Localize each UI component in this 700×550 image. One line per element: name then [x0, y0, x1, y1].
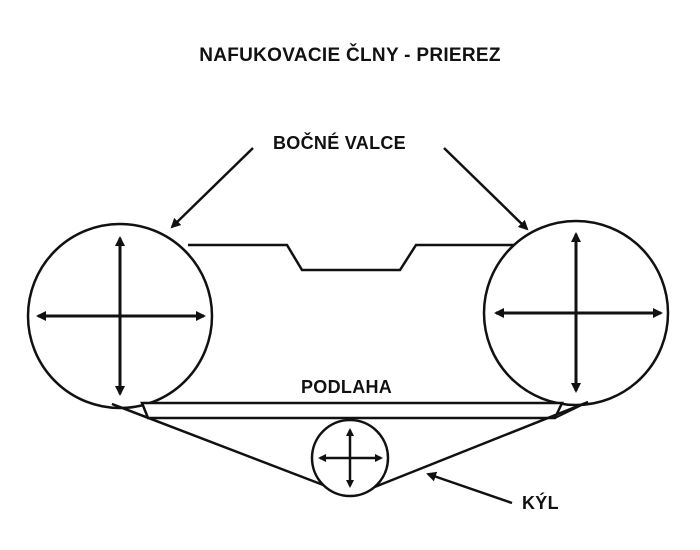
- stern-profile: [188, 243, 523, 272]
- hull-left-line: [111, 402, 353, 498]
- right-tube-pressure-arrows: [494, 232, 663, 393]
- floor-label: PODLAHA: [301, 377, 393, 397]
- keel-pointer: [426, 471, 513, 505]
- side-tube-pointer-right: [443, 147, 529, 231]
- hull-right-line: [351, 400, 589, 498]
- side-tube-pointer-left: [170, 147, 254, 229]
- keel-label: KÝL: [522, 493, 559, 513]
- diagram-title: NAFUKOVACIE ČLNY - PRIEREZ: [199, 45, 501, 66]
- left-tube-pressure-arrows: [36, 236, 206, 396]
- floor-board: [140, 401, 564, 420]
- keel-pressure-arrows: [318, 428, 383, 488]
- side-tubes-label: BOČNÉ VALCE: [273, 133, 406, 153]
